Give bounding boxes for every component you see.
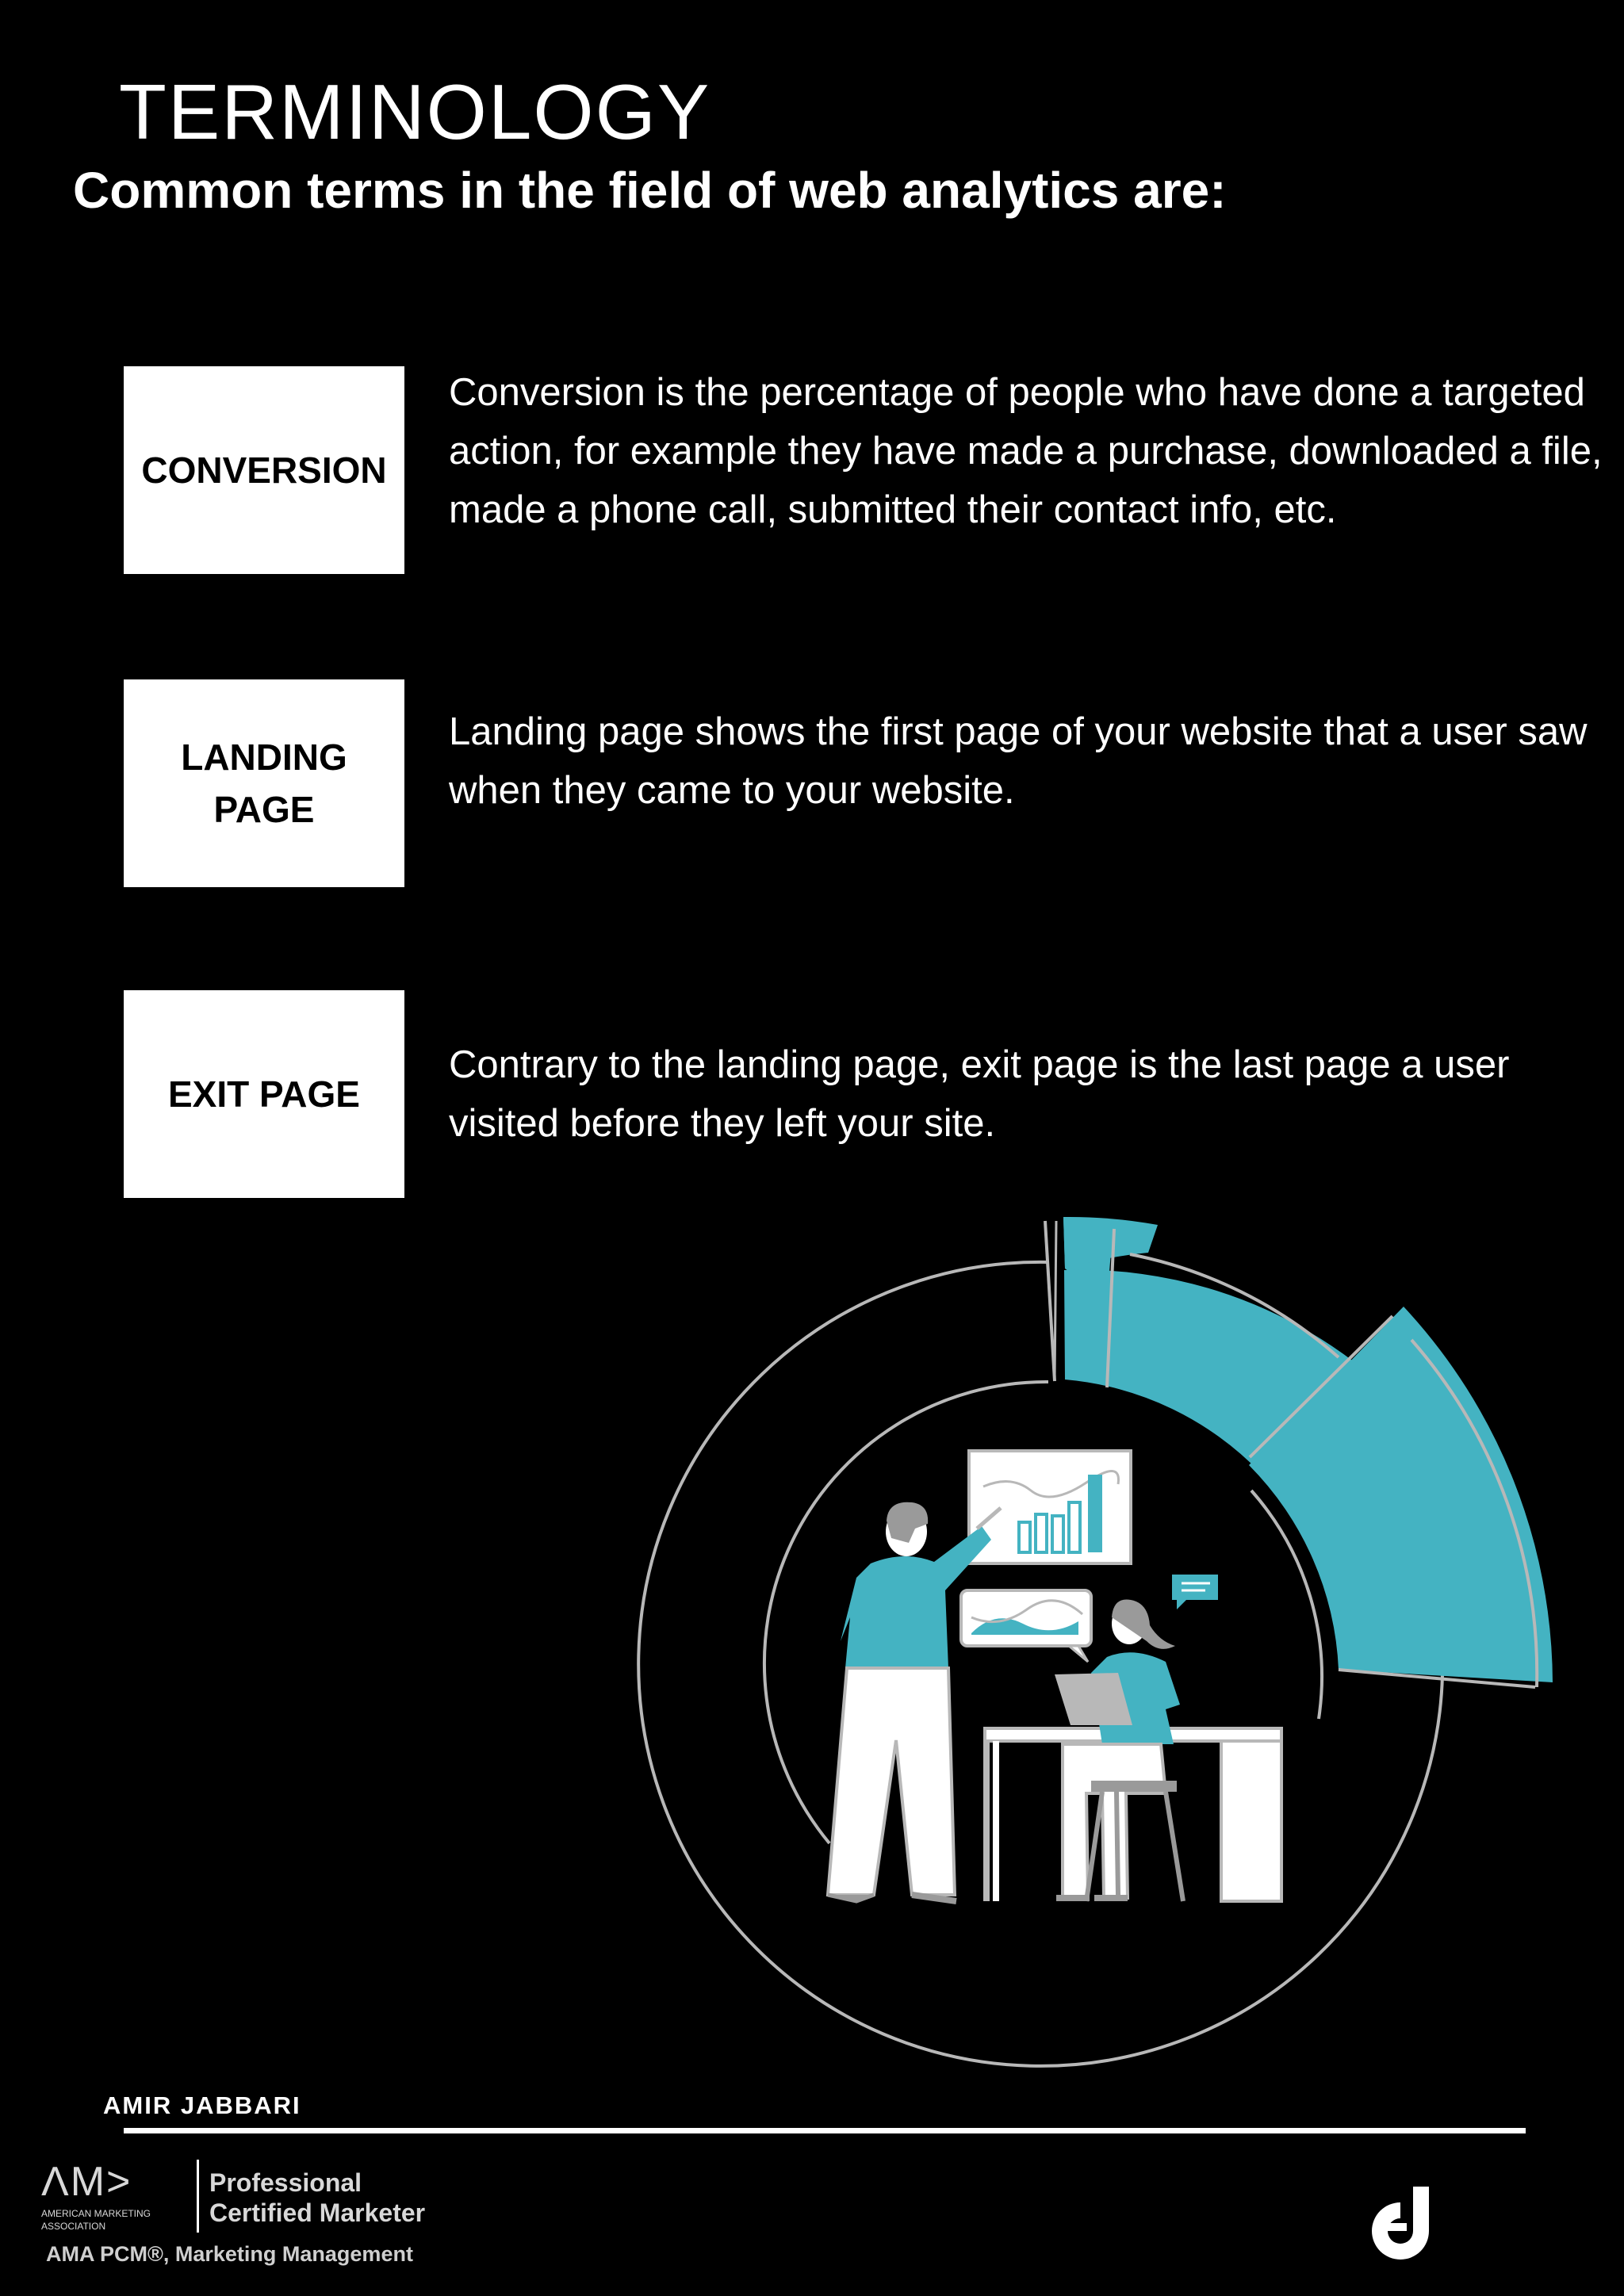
teal-segments bbox=[1044, 1216, 1553, 1689]
term-box-landing-page: LANDING PAGE bbox=[124, 679, 404, 887]
page-subtitle: Common terms in the field of web analyti… bbox=[73, 162, 1227, 219]
author-name: AMIR JABBARI bbox=[103, 2091, 301, 2119]
term-label-line-1: LANDING bbox=[181, 737, 347, 778]
term-description-landing-page: Landing page shows the first page of you… bbox=[449, 710, 1588, 812]
chair bbox=[1084, 1781, 1185, 1902]
term-description-exit-page: Contrary to the landing page, exit page … bbox=[449, 1043, 1510, 1145]
ama-logo-mark: ΛM> bbox=[41, 2159, 132, 2205]
term-description-conversion: Conversion is the percentage of people w… bbox=[449, 371, 1603, 531]
badge-line-2: Certified Marketer bbox=[209, 2198, 426, 2227]
american-marketing-association-logo: ΛM> AMERICAN MARKETING ASSOCIATION bbox=[41, 2161, 192, 2233]
pcm-badge-text: Professional Certified Marketer bbox=[209, 2168, 425, 2228]
ama-logo-caption: AMERICAN MARKETING ASSOCIATION bbox=[41, 2208, 151, 2232]
page-title: TERMINOLOGY bbox=[119, 68, 711, 155]
chat-bubble-icon bbox=[1172, 1575, 1218, 1609]
wave-chart-bubble bbox=[959, 1589, 1093, 1663]
outer-ring bbox=[637, 1260, 1444, 2068]
term-label-line-2: PAGE bbox=[213, 789, 315, 830]
term-box-exit-page: EXIT PAGE bbox=[124, 990, 404, 1198]
logo-divider bbox=[197, 2160, 199, 2233]
desk bbox=[983, 1727, 1283, 1903]
term-label: EXIT PAGE bbox=[168, 1073, 360, 1115]
footer-divider bbox=[124, 2128, 1526, 2133]
badge-line-1: Professional bbox=[209, 2168, 362, 2197]
term-box-conversion: CONVERSION bbox=[124, 366, 404, 574]
aj-monogram-icon bbox=[1372, 2187, 1429, 2260]
term-label: CONVERSION bbox=[141, 450, 387, 491]
presenter-figure bbox=[825, 1502, 1002, 1904]
chart-board bbox=[967, 1449, 1132, 1565]
certification-text: AMA PCM®, Marketing Management bbox=[46, 2242, 413, 2266]
